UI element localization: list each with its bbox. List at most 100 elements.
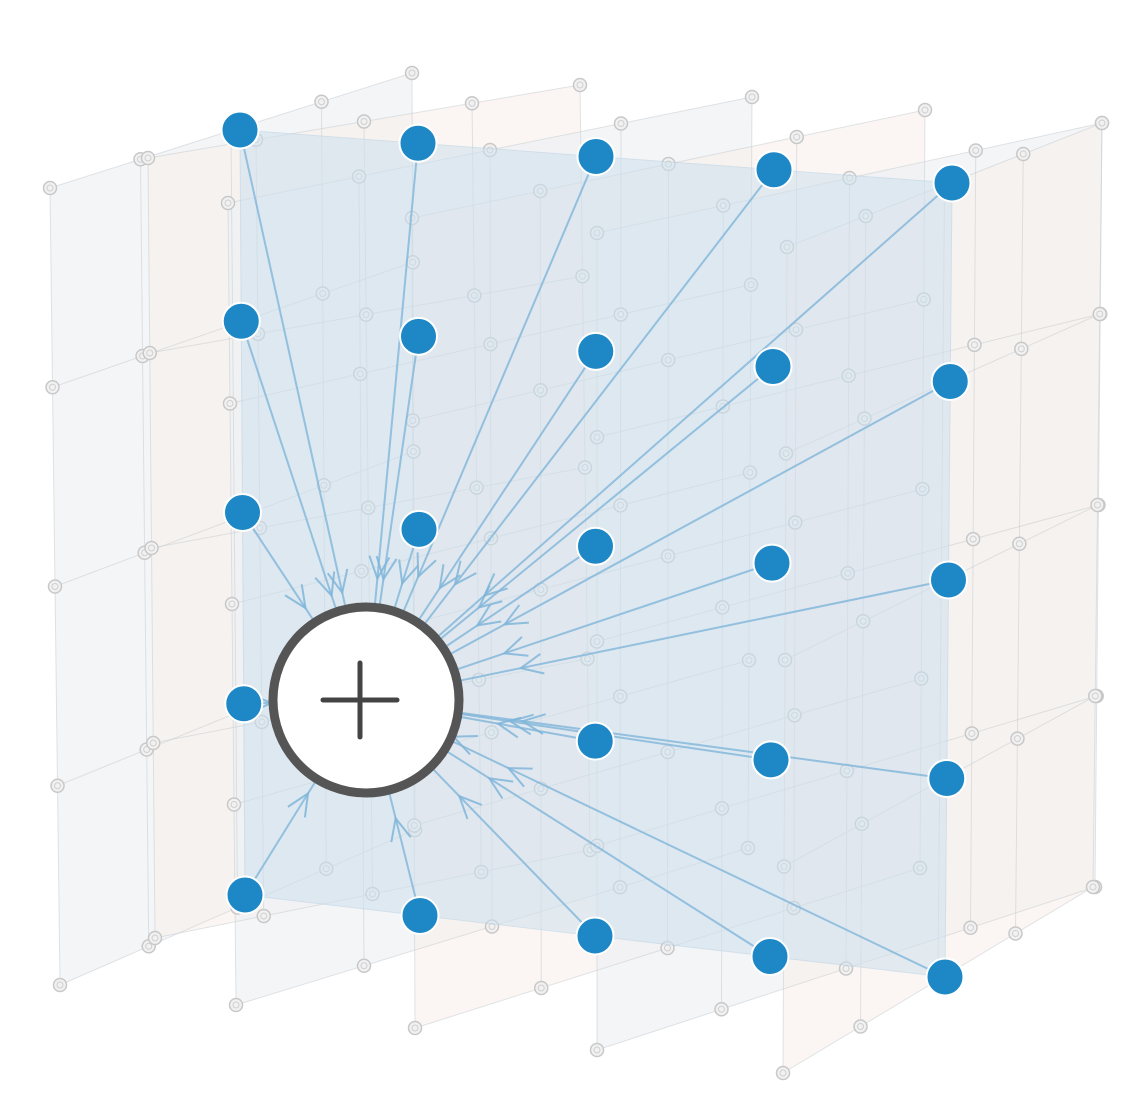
input-node[interactable] (753, 346, 793, 386)
lattice-node-ring (1089, 883, 1097, 891)
lattice-node-ring (968, 729, 976, 737)
edge (455, 562, 773, 671)
lattice-node (42, 180, 58, 196)
lattice-node-ring (224, 199, 232, 207)
lattice-node (144, 540, 159, 556)
arrowhead (398, 559, 420, 586)
input-node[interactable] (575, 916, 615, 956)
lattice-node-ring (972, 147, 980, 154)
lattice-node (1016, 146, 1031, 162)
lattice-node (1088, 688, 1103, 704)
input-node[interactable] (930, 362, 970, 401)
lattice-node (1012, 536, 1027, 551)
lattice-node-ring (1012, 930, 1019, 937)
lattice-node (1085, 879, 1101, 895)
input-node[interactable] (575, 721, 615, 761)
lattice-node (356, 958, 372, 973)
arrowhead (314, 571, 336, 598)
input-node[interactable] (932, 163, 972, 203)
lattice-node-ring (793, 133, 801, 141)
input-node[interactable] (224, 684, 264, 724)
lattice-node-ring (149, 739, 157, 747)
lattice-node (967, 337, 982, 353)
lattice-node-ring (1091, 692, 1099, 700)
input-node[interactable] (927, 759, 967, 798)
lattice-node-ring (360, 118, 368, 125)
lattice-node-ring (228, 600, 236, 608)
input-node[interactable] (225, 875, 265, 915)
lattice-node (407, 1020, 423, 1036)
edge (388, 791, 421, 916)
arrowhead (287, 791, 310, 818)
input-node[interactable] (751, 740, 791, 780)
lattice-node (534, 980, 549, 996)
edge (460, 711, 947, 780)
lattice-node-ring (360, 962, 368, 970)
input-node[interactable] (221, 301, 261, 341)
input-node[interactable] (750, 937, 790, 976)
lattice-node-ring (148, 544, 155, 552)
arrowhead (475, 604, 502, 627)
arrowhead (502, 636, 529, 657)
lattice-node-ring (46, 184, 54, 192)
input-node[interactable] (398, 123, 438, 163)
lattice-node (1092, 306, 1107, 322)
lattice-node (965, 531, 981, 547)
lattice-node-ring (318, 98, 325, 106)
edge (239, 129, 347, 608)
edge (445, 750, 771, 958)
arrowhead (506, 767, 533, 788)
lattice-node-ring (49, 383, 56, 391)
input-node[interactable] (223, 493, 262, 532)
lattice-node-ring (921, 106, 929, 114)
lattice-node (589, 1042, 605, 1058)
lattice-node (613, 116, 629, 131)
lattice-node-ring (970, 341, 978, 349)
input-node[interactable] (399, 509, 439, 549)
lattice-node (853, 1019, 868, 1034)
arrowhead (487, 776, 514, 800)
lattice-node (1014, 341, 1029, 357)
lattice-node (220, 195, 236, 211)
lattice-node (356, 114, 372, 129)
input-node[interactable] (754, 150, 794, 190)
lattice-node-ring (468, 99, 476, 107)
edge (378, 336, 420, 607)
edge (373, 143, 419, 606)
lattice-node-ring (226, 400, 234, 407)
input-node[interactable] (399, 316, 438, 356)
input-node[interactable] (925, 957, 965, 997)
arrowhead (518, 653, 545, 675)
arrowhead (438, 564, 461, 591)
input-node[interactable] (576, 331, 616, 371)
arrowhead (390, 815, 412, 843)
input-node[interactable] (576, 526, 615, 566)
lattice-node-ring (718, 1005, 725, 1013)
input-node[interactable] (929, 560, 968, 600)
lattice-node (775, 1065, 791, 1081)
lattice-node-ring (260, 912, 268, 920)
input-node[interactable] (400, 896, 440, 935)
lattice-node (714, 1002, 729, 1017)
edge (436, 182, 953, 638)
lattice-node (964, 726, 980, 741)
sum-node[interactable] (268, 602, 464, 798)
lattice-node-ring (617, 120, 625, 127)
lattice-node (464, 96, 480, 111)
lattice-node (140, 150, 156, 166)
lattice-node-ring (51, 583, 59, 590)
edge (444, 545, 597, 648)
input-node[interactable] (752, 543, 792, 583)
edge (459, 715, 596, 743)
lattice-node (224, 596, 240, 612)
edge (448, 380, 951, 656)
edge (244, 780, 317, 896)
input-node[interactable] (220, 110, 260, 150)
lattice-node (47, 579, 63, 594)
arrowhead (284, 584, 307, 611)
input-node[interactable] (576, 137, 616, 176)
lattice-node (226, 797, 242, 812)
lattice-node (52, 977, 68, 993)
arrowhead (375, 555, 398, 582)
